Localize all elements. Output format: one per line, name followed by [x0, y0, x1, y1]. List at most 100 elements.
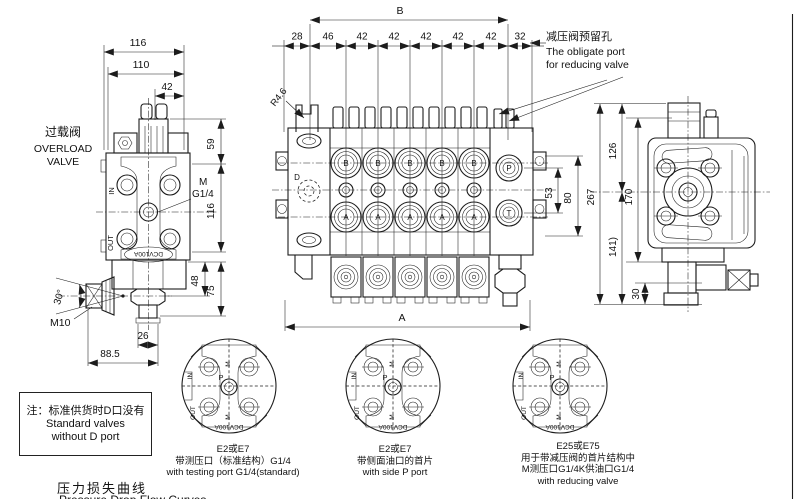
label-in: IN: [107, 187, 116, 195]
detail-circle-2: P M M IN OUT DCV100A: [345, 338, 441, 434]
label-model: DCV100A: [133, 250, 163, 257]
face2-p: P: [382, 373, 387, 382]
note-line2: Standard valves: [46, 417, 125, 430]
face2-out: OUT: [354, 406, 361, 420]
standard-supply-note-box: 注：标准供货时D口没有 Standard valves without D po…: [19, 392, 152, 456]
detail3-cn1: 用于带减压阀的首片结构中: [520, 452, 635, 464]
spool-end-blocks: [330, 256, 490, 304]
label-port-m: M: [199, 177, 207, 188]
dim-126: 126: [608, 142, 619, 159]
label-b3: B: [407, 159, 412, 168]
label-b2: B: [375, 159, 380, 168]
note-line1: 注：标准供货时D口没有: [26, 404, 145, 417]
detail3-title: E25或E75: [556, 441, 600, 452]
face2-model: DCV100A: [378, 423, 408, 430]
label-port-p: P: [506, 164, 511, 173]
reducing-port-note: 减压阀预留孔 The obligate port for reducing va…: [546, 31, 666, 72]
face3-in: IN: [518, 372, 525, 379]
dim-42-3: 42: [420, 32, 432, 43]
reducing-port-en1: The obligate port: [546, 46, 625, 58]
face3-m-top: M: [556, 361, 563, 366]
detail-circle-1: P M M IN OUT DCV100A: [181, 338, 277, 434]
dim-radius: R4.6: [269, 86, 290, 109]
dim-141: 141): [608, 237, 619, 257]
detail1-title: E2或E7: [216, 444, 250, 455]
detail3-cn2: M测压口G1/4K供油口G1/4: [521, 464, 635, 475]
left-view: 116 110 42 59 116 48 75 26 88.5 30° M10 …: [50, 37, 226, 367]
detail2-cn: 带侧面油口的首片: [356, 455, 433, 467]
label-a2: A: [375, 213, 381, 222]
dim-116-top: 116: [130, 37, 147, 49]
dim-42-1: 42: [356, 32, 368, 43]
dim-48: 48: [190, 275, 201, 287]
dim-30: 30: [631, 288, 642, 300]
overload-valve-en1: OVERLOAD: [33, 143, 93, 155]
dim-267: 267: [586, 188, 597, 205]
dim-116-right: 116: [206, 203, 217, 219]
footer-title-en: Pressure Drop Flow Curves: [59, 493, 206, 499]
label-a4: A: [439, 213, 445, 222]
face1-model: DCV100A: [214, 423, 244, 430]
label-port-m-thread: G1/4: [192, 189, 214, 200]
dim-75: 75: [206, 285, 217, 297]
face1-m-top: M: [225, 361, 232, 366]
face3-m-bottom: M: [556, 414, 563, 419]
label-b5: B: [471, 159, 476, 168]
overload-valve-label: 过载阀 OVERLOAD VALVE: [22, 126, 104, 169]
dim-32: 32: [514, 32, 526, 43]
face3-out: OUT: [521, 406, 528, 420]
footer-title-cn: 压力损失曲线: [57, 481, 148, 496]
dim-42-4: 42: [452, 32, 464, 43]
dim-28: 28: [291, 32, 303, 43]
front-view: B 28 46 42 42 42 42 42 32 R4.6: [269, 5, 624, 331]
dim-42-2: 42: [388, 32, 400, 43]
overload-valve-en2: VALVE: [46, 156, 80, 168]
reducing-port-en2: for reducing valve: [546, 59, 629, 71]
detail-caption-2: E2或E7 带侧面油口的首片 with side P port: [320, 444, 470, 479]
overload-valve-cn: 过载阀: [44, 125, 81, 139]
face1-p: P: [218, 373, 223, 382]
label-b1: B: [343, 159, 348, 168]
detail-caption-1: E2或E7 带测压口（标准结构）G1/4 with testing port G…: [150, 444, 316, 479]
dim-170: 170: [624, 188, 635, 205]
detail2-title: E2或E7: [378, 444, 412, 455]
dim-88-5: 88.5: [100, 349, 120, 360]
detail-caption-3: E25或E75 用于带减压阀的首片结构中 M测压口G1/4K供油口G1/4 wi…: [488, 441, 668, 487]
face2-in: IN: [351, 372, 358, 379]
side-view: 267 126 170 141) 30: [586, 96, 770, 312]
dim-26: 26: [137, 331, 149, 342]
dim-46: 46: [322, 32, 334, 43]
note-line3: without D port: [51, 430, 120, 443]
label-port-t: T: [507, 209, 512, 218]
dim-overall-a: A: [398, 312, 405, 324]
face3-model: DCV100A: [545, 423, 575, 430]
label-a1: A: [343, 213, 349, 222]
dim-80: 80: [563, 192, 574, 204]
dim-42-5: 42: [485, 32, 497, 43]
reducing-port-cn: 减压阀预留孔: [546, 31, 612, 43]
face2-m-top: M: [389, 361, 396, 366]
face1-m-bottom: M: [225, 414, 232, 419]
face1-out: OUT: [190, 406, 197, 420]
dim-59: 59: [206, 138, 217, 150]
detail2-en: with side P port: [362, 467, 428, 478]
label-a3: A: [407, 213, 413, 222]
label-out: OUT: [106, 235, 115, 251]
detail1-en: with testing port G1/4(standard): [166, 467, 300, 478]
detail1-cn: 带测压口（标准结构）G1/4: [175, 455, 291, 467]
label-b4: B: [439, 159, 444, 168]
face1-in: IN: [187, 372, 194, 379]
label-m10: M10: [50, 317, 71, 329]
face2-m-bottom: M: [389, 414, 396, 419]
detail-circle-3: P M M IN OUT DCV100A: [512, 338, 608, 434]
dim-angle-30: 30°: [52, 288, 67, 306]
dim-42-left: 42: [161, 82, 173, 93]
dim-110: 110: [133, 59, 150, 71]
dim-53: 53: [544, 187, 555, 199]
dim-overall-b: B: [396, 5, 403, 17]
label-a5: A: [471, 213, 477, 222]
label-port-d: D: [294, 173, 300, 182]
face3-p: P: [549, 373, 554, 382]
